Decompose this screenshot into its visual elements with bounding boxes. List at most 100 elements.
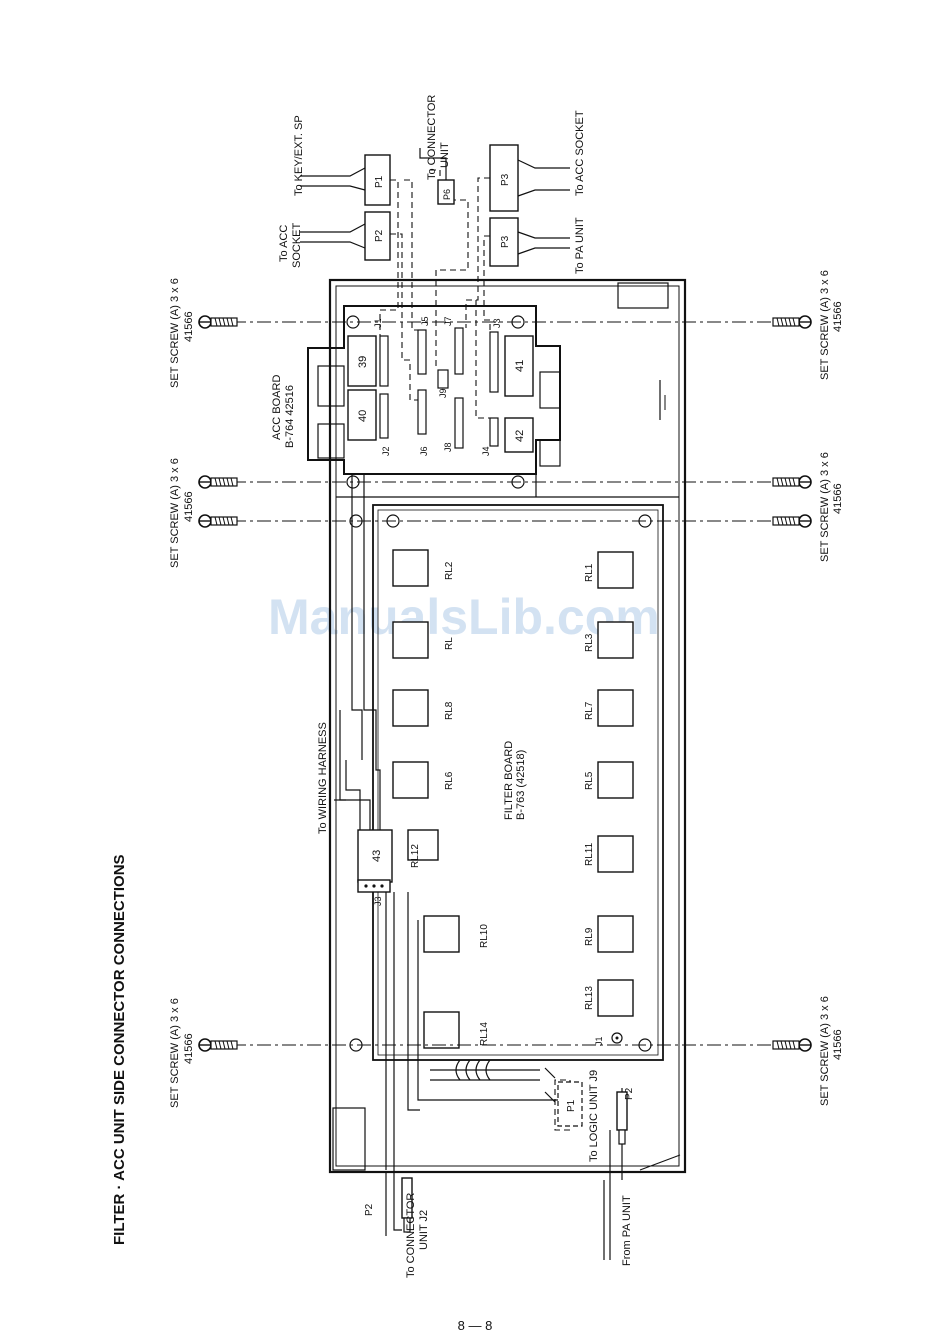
label-to-connector-j2-1: To CONNECTOR xyxy=(405,1193,417,1278)
label-rl13: RL13 xyxy=(584,986,595,1010)
dashed-connections xyxy=(379,169,571,1131)
set-screw-part: 41566 xyxy=(183,491,195,522)
plug-p3-lower xyxy=(489,217,519,267)
acc-board-label: ACC BOARD xyxy=(271,375,283,440)
label-to-acc-socket-right: To ACC SOCKET xyxy=(574,110,586,196)
set-screw-part: 41566 xyxy=(183,1033,195,1064)
connector-j3-acc xyxy=(489,331,499,393)
svg-text:42: 42 xyxy=(514,430,526,442)
filter-connector-j3 xyxy=(357,879,391,893)
relay-rl7 xyxy=(597,689,634,727)
label-rl11: RL11 xyxy=(584,842,595,866)
chassis xyxy=(328,278,687,1174)
label-to-acc-socket-2: SOCKET xyxy=(291,222,303,268)
label-p2-right: P2 xyxy=(624,1087,635,1100)
label-to-wiring-harness: To WIRING HARNESS xyxy=(317,722,329,834)
label-to-connector-unit-2: UNIT xyxy=(439,142,451,168)
label-rl8: RL8 xyxy=(444,701,455,720)
label-filter-j3: J3 xyxy=(373,896,383,906)
relay-rl14 xyxy=(423,1011,460,1049)
relay-rl12 xyxy=(407,829,439,861)
connector-j5 xyxy=(417,329,427,375)
relay-rl11 xyxy=(597,835,634,873)
set-screw-icon xyxy=(772,475,812,489)
label-from-pa-unit: From PA UNIT xyxy=(621,1195,633,1266)
wiring xyxy=(334,474,560,1170)
set-screw-part: 41566 xyxy=(832,301,844,332)
connector-j7 xyxy=(454,327,464,375)
top-cables xyxy=(300,148,570,255)
label-rl4: RL xyxy=(444,637,455,650)
label-j4: J4 xyxy=(481,446,491,456)
set-screw-label: SET SCREW (A) 3 x 6 xyxy=(819,270,831,380)
acc-board xyxy=(307,305,679,498)
set-screw-icon xyxy=(198,475,238,489)
filter-module-43: 43 xyxy=(357,829,393,883)
plug-p3-upper xyxy=(489,144,519,212)
set-screw-label: SET SCREW (A) 3 x 6 xyxy=(819,996,831,1106)
label-filter-j1: J1 xyxy=(594,1036,604,1046)
label-to-connector-unit-1: To CONNECTOR xyxy=(426,95,438,180)
label-j7: J7 xyxy=(443,316,453,326)
relay-rl1 xyxy=(597,551,634,589)
label-rl1: RL1 xyxy=(584,563,595,582)
set-screw-icon xyxy=(198,315,238,329)
connector-j2 xyxy=(379,393,389,439)
acc-module-41: 41 xyxy=(504,335,534,397)
acc-module-42: 42 xyxy=(504,417,534,453)
set-screw-icon xyxy=(772,315,812,329)
plug-p2-top xyxy=(364,211,391,261)
connector-j9 xyxy=(437,369,449,389)
connector-j6 xyxy=(417,389,427,435)
label-p3-upper: P3 xyxy=(500,173,511,186)
label-j5: J5 xyxy=(420,316,430,326)
label-p2-top: P2 xyxy=(374,229,385,242)
filter-board-label: FILTER BOARD xyxy=(503,741,515,820)
label-j6: J6 xyxy=(419,446,429,456)
connector-j4 xyxy=(489,417,499,447)
label-to-connector-j2-2: UNIT J2 xyxy=(418,1210,430,1250)
label-rl12: RL12 xyxy=(410,844,421,868)
set-screw-icon xyxy=(198,514,238,528)
label-rl5: RL5 xyxy=(584,771,595,790)
set-screw-part: 41566 xyxy=(183,311,195,342)
label-rl14: RL14 xyxy=(479,1022,490,1046)
label-to-logic-unit: To LOGIC UNIT J9 xyxy=(588,1070,600,1162)
plug-p1-bottom xyxy=(557,1081,583,1127)
acc-module-40: 40 xyxy=(347,389,377,441)
svg-text:41: 41 xyxy=(514,360,526,372)
label-j2: J2 xyxy=(381,446,391,456)
acc-module-39: 39 xyxy=(347,335,377,387)
label-p6: P6 xyxy=(442,189,452,200)
label-p3-lower: P3 xyxy=(500,235,511,248)
label-to-pa-unit: To PA UNIT xyxy=(574,217,586,274)
label-j8: J8 xyxy=(443,442,453,452)
label-p1-bottom: P1 xyxy=(566,1099,577,1112)
set-screw-icon xyxy=(772,1038,812,1052)
label-j1: J1 xyxy=(373,318,383,328)
set-screw-icon xyxy=(198,1038,238,1052)
set-screw-label: SET SCREW (A) 3 x 6 xyxy=(169,278,181,388)
label-rl6: RL6 xyxy=(444,771,455,790)
relay-rl6 xyxy=(392,761,429,799)
acc-board-part: B-764 42516 xyxy=(284,385,296,448)
page-number: 8 — 8 xyxy=(457,1318,493,1333)
label-rl7: RL7 xyxy=(584,701,595,720)
label-p1-top: P1 xyxy=(374,175,385,188)
set-screw-icon xyxy=(772,514,812,528)
label-rl10: RL10 xyxy=(479,924,490,948)
relay-rl5 xyxy=(597,761,634,799)
set-screw-label: SET SCREW (A) 3 x 6 xyxy=(169,458,181,568)
label-rl3: RL3 xyxy=(584,633,595,652)
connector-j1 xyxy=(379,335,389,387)
set-screw-part: 41566 xyxy=(832,483,844,514)
relay-rl4 xyxy=(392,621,429,659)
relay-rl2 xyxy=(392,549,429,587)
svg-text:40: 40 xyxy=(357,410,369,422)
set-screw-lines xyxy=(232,321,782,1046)
set-screw-part: 41566 xyxy=(832,1029,844,1060)
diagram-title: FILTER · ACC UNIT SIDE CONNECTOR CONNECT… xyxy=(111,854,128,1245)
label-j9: J9 xyxy=(438,388,448,398)
plug-p1-top xyxy=(364,154,391,206)
